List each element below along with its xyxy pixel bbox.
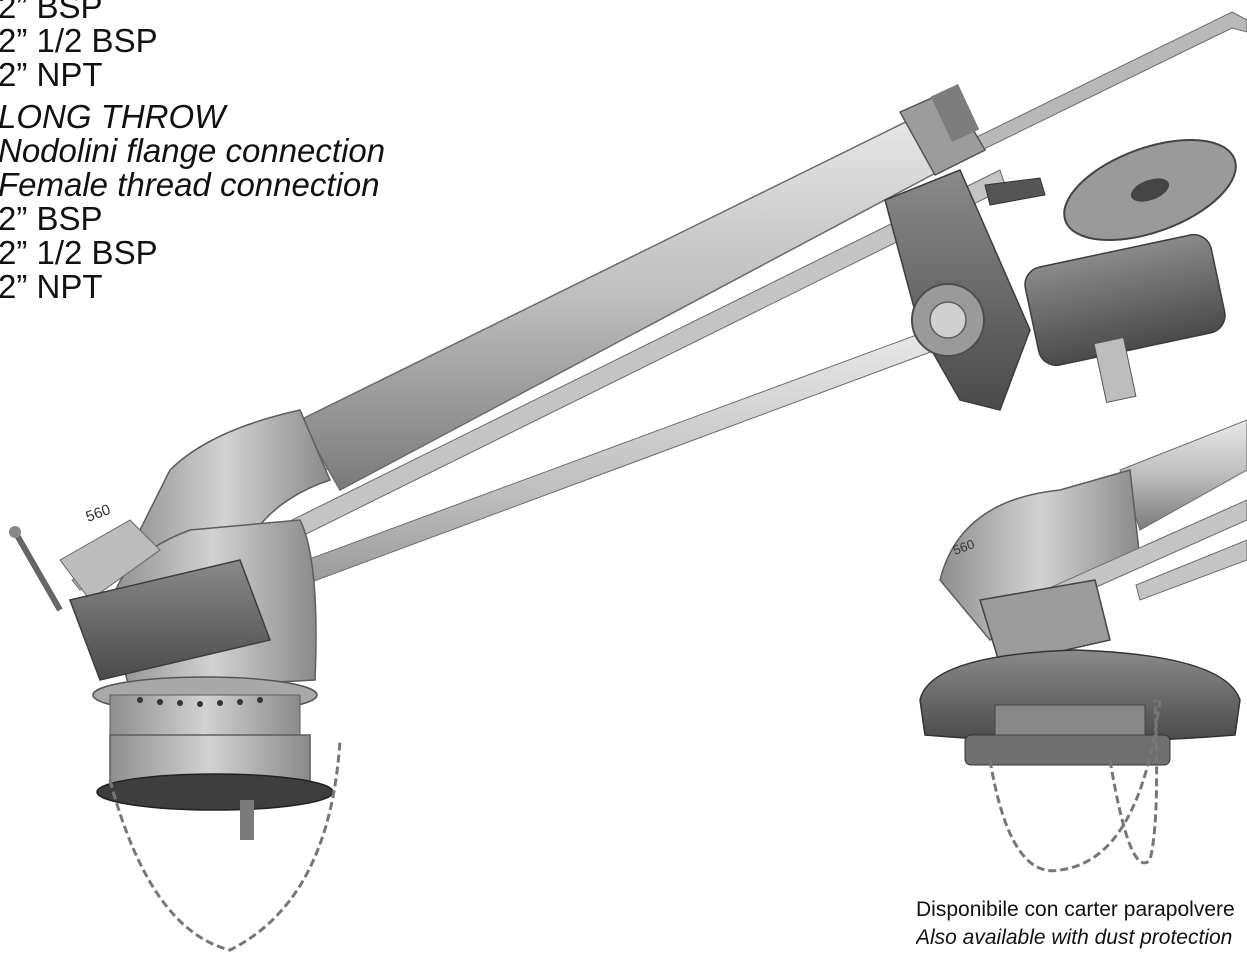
thread-option: 2” NPT [0, 56, 103, 93]
dust-cover-caption: Disponibile con carter parapolvere Also … [916, 896, 1247, 952]
gun-marking: 560 [84, 501, 113, 526]
thread-option: 2” 1/2 BSP [0, 234, 158, 271]
thread-option: 2” 1/2 BSP [0, 22, 158, 59]
spec-threads-standard: 2” BSP 2” 1/2 BSP 2” NPT [0, 0, 158, 92]
thread-option: 2” NPT [0, 268, 103, 305]
thread-option: 2” BSP [0, 200, 103, 237]
connection-option: Female thread connection [0, 166, 380, 203]
caption-italian: Disponibile con carter parapolvere [916, 898, 1235, 921]
big-gun: 560 [9, 11, 1247, 952]
connection-option: Nodolini flange connection [0, 132, 386, 169]
dust-cover-gun: 560 [919, 419, 1247, 873]
caption-english: Also available with dust protection [916, 926, 1233, 949]
gun-marking-small: 560 [951, 536, 977, 558]
spec-long-throw: LONG THROW Nodolini flange connection Fe… [0, 100, 385, 304]
long-throw-heading: LONG THROW [0, 98, 226, 135]
thread-option: 2” BSP [0, 0, 103, 25]
